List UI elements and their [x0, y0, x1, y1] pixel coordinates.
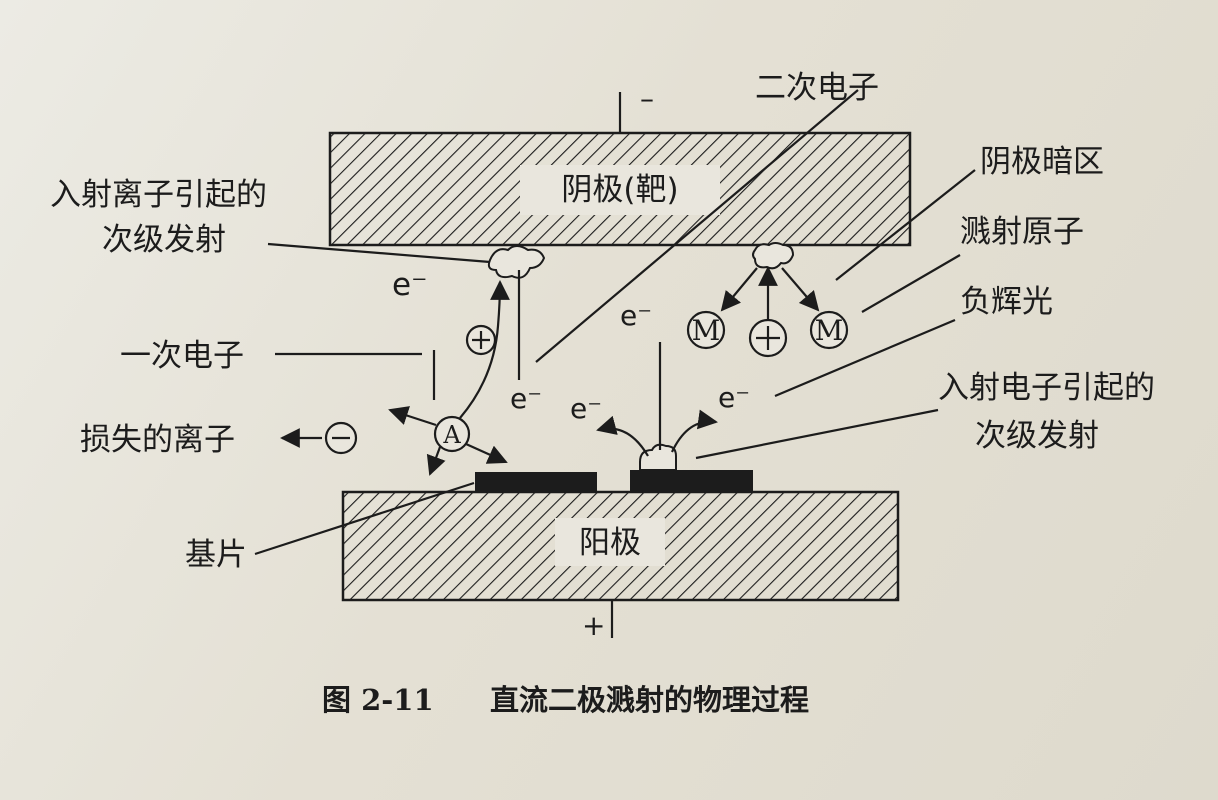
label-ion-secondary-line2: 次级发射 — [102, 222, 226, 258]
label-primary-electron: 一次电子 — [120, 338, 244, 374]
ion-impact-splash — [487, 245, 546, 279]
anode-label: 阳极 — [579, 525, 641, 561]
cathode-label: 阴极(靶) — [561, 172, 678, 208]
leader-sputtered-atom — [861, 254, 961, 313]
leader-electron-secondary — [695, 408, 939, 460]
atom-symbol-left: M — [692, 314, 721, 347]
leader-substrate — [254, 481, 475, 556]
atom-a-arrow-upleft — [388, 406, 437, 427]
leader-secondary-electron — [535, 89, 859, 363]
label-electron-secondary-line1: 入射电子引起的 — [938, 370, 1155, 406]
figure-caption: 直流二极溅射的物理过程 — [490, 683, 809, 717]
label-sputtered-atom: 溅射原子 — [960, 214, 1084, 250]
leader-negative-glow — [774, 318, 956, 398]
leader-cathode-dark — [835, 169, 976, 281]
sputtered-atom-left — [686, 310, 726, 350]
atom-a-arrow-down — [426, 446, 446, 476]
atom-left-arrow — [720, 267, 758, 312]
anode-plus-sign: + — [582, 609, 605, 642]
figure-number: 图 2-11 — [322, 683, 434, 717]
electron-label-mid-right: e⁻ — [718, 381, 750, 414]
sputtered-atom-right — [809, 310, 849, 350]
leader-ion-secondary — [267, 242, 491, 264]
neutral-atom-a — [433, 415, 471, 453]
label-substrate: 基片 — [185, 537, 247, 573]
label-ion-secondary-line1: 入射离子引起的 — [50, 177, 267, 213]
cathode-label-backdrop — [520, 165, 720, 215]
atom-a-arrow-right — [465, 442, 508, 464]
electron-label-mid-center: e⁻ — [570, 392, 602, 425]
atom-symbol-right: M — [815, 314, 844, 347]
electron-splash-arrow-right — [671, 409, 718, 453]
substrate-right — [630, 470, 753, 492]
electron-label-top-center: e⁻ — [620, 299, 652, 332]
atom-right-arrow — [781, 267, 820, 312]
electron-splash-arrow-left — [596, 415, 649, 457]
electron-label-mid-left: e⁻ — [510, 382, 542, 415]
label-negative-glow: 负辉光 — [960, 284, 1053, 320]
electron-label-top-left: e⁻ — [392, 267, 427, 303]
sputter-splash — [752, 242, 795, 270]
ion-path-to-cathode — [459, 280, 510, 419]
label-lost-ion: 损失的离子 — [80, 422, 235, 458]
anode-label-backdrop — [555, 518, 665, 566]
electron-impact-splash — [639, 443, 677, 471]
atom-symbol-a: A — [442, 421, 461, 449]
label-secondary-electron: 二次电子 — [755, 70, 879, 106]
substrate-left — [475, 472, 597, 492]
label-cathode-dark-space: 阴极暗区 — [980, 144, 1104, 180]
cathode-minus-sign: – — [640, 82, 654, 115]
label-electron-secondary-line2: 次级发射 — [975, 418, 1099, 454]
